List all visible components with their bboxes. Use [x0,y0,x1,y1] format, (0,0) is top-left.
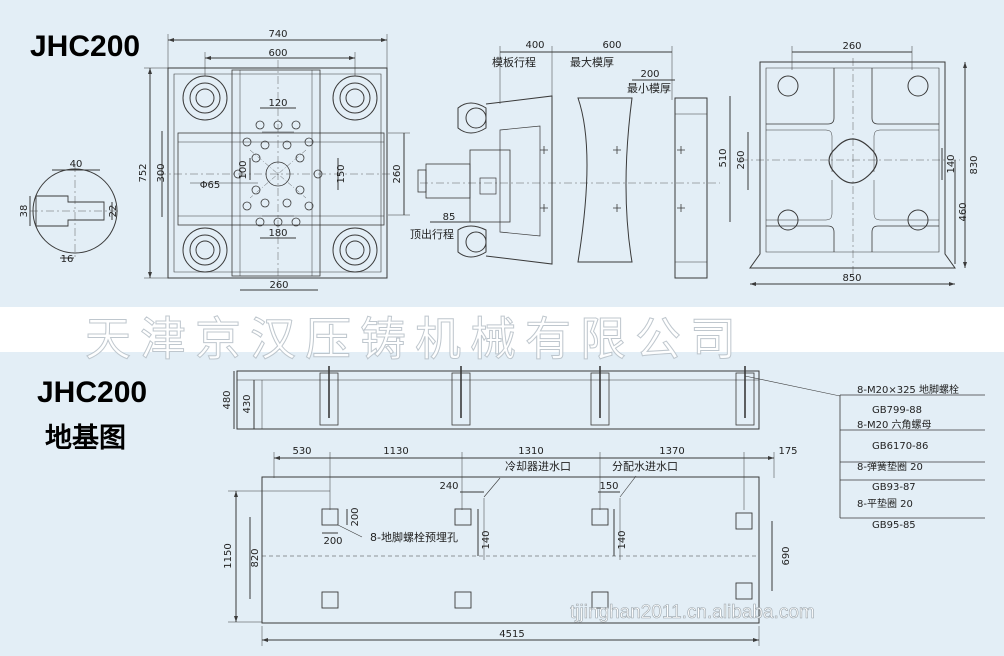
dim-85: 85 [443,212,456,223]
tie-bar-hole-tl [182,75,228,121]
tie-bar-hole-bl [182,227,228,273]
tie-bar-hole-br [332,227,378,273]
rear-dim-260: 260 [842,41,861,52]
label-ejector: 顶出行程 [410,227,454,241]
dim-200: 200 [640,69,659,80]
detail-dim-22: 22 [108,205,119,218]
rear-dim-830: 830 [969,155,980,174]
rear-platen-view [729,46,966,285]
foundation-model-title: JHC200 [37,376,148,409]
dim-480: 480 [222,390,233,409]
t-slot-detail-view [29,164,120,259]
rear-dim-850: 850 [842,273,861,284]
rear-dim-260v: 260 [736,150,747,169]
machine-model-title: JHC200 [30,30,141,63]
dim-phi65: Φ65 [200,180,221,191]
dim-1130: 1130 [383,446,408,457]
foundation-subtitle: 地基图 [45,423,126,453]
dim-300: 300 [156,163,167,182]
tie-bar-hole-tr [332,75,378,121]
dim-side-260: 260 [392,164,403,183]
part-3-standard: GB93-87 [872,482,916,493]
dim-120: 120 [268,98,287,109]
parts-table [839,394,985,519]
dim-140-a: 140 [481,530,492,549]
part-2-spec: 8-M20 六角螺母 [857,419,932,431]
side-view [417,46,720,279]
machine-drawing-panel [0,0,1004,307]
label-min-mold: 最小模厚 [627,82,671,95]
dim-150: 150 [336,164,347,183]
part-4-spec: 8-平垫圈 20 [857,497,913,510]
part-2-standard: GB6170-86 [872,441,928,452]
dim-740: 740 [268,29,287,40]
dim-140-b: 140 [617,530,628,549]
dim-side-600: 600 [602,40,621,51]
dim-530: 530 [292,446,311,457]
dim-175: 175 [778,446,797,457]
company-watermark: 天津京汉压铸机械有限公司 [85,312,745,367]
dim-752: 752 [138,163,149,182]
detail-dim-16: 16 [61,254,74,265]
dim-180: 180 [268,228,287,239]
dim-4515: 4515 [499,629,524,640]
dim-1150: 1150 [223,543,234,568]
foundation-section-view [233,366,841,430]
label-max-mold: 最大模厚 [570,55,614,69]
dim-200-v: 200 [350,507,361,526]
dim-1370: 1370 [659,446,684,457]
label-cooler-inlet: 冷却器进水口 [505,460,571,473]
dim-150-plan: 150 [599,481,618,492]
foundation-drawing-panel [0,352,1004,656]
detail-dim-38: 38 [19,205,30,218]
dim-820: 820 [250,548,261,567]
label-anchor-hole: 8-地脚螺栓预埋孔 [370,530,458,544]
dim-690: 690 [781,546,792,565]
dim-200-h: 200 [323,536,342,547]
dim-400: 400 [525,40,544,51]
dim-240: 240 [439,481,458,492]
dim-100: 100 [238,160,249,179]
part-1-spec: 8-M20×325 地脚螺栓 [857,383,959,396]
part-1-standard: GB799-88 [872,405,922,416]
dim-1310: 1310 [518,446,543,457]
rear-dim-140: 140 [946,154,957,173]
rear-dim-460: 460 [958,202,969,221]
label-distributor-inlet: 分配水进水口 [612,460,678,473]
dim-600: 600 [268,48,287,59]
part-4-standard: GB95-85 [872,520,916,531]
front-platen-view [144,34,410,291]
dim-bottom-260: 260 [269,280,288,291]
dim-430: 430 [242,394,253,413]
url-watermark: tjjinghan2011.cn.alibaba.com [570,602,815,624]
detail-dim-40: 40 [70,159,83,170]
label-stroke: 模板行程 [492,55,536,69]
foundation-plan-view [228,452,775,646]
part-3-spec: 8-弹簧垫圈 20 [857,460,923,473]
rear-dim-510: 510 [718,148,729,167]
